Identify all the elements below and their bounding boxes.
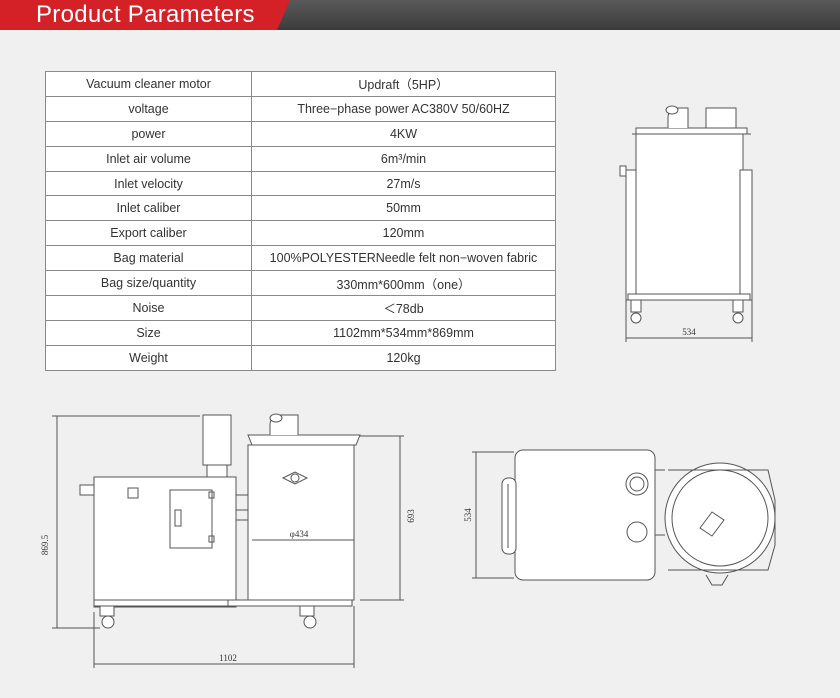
top-port-upper: [625, 472, 649, 496]
front-motor-box: [705, 107, 737, 129]
front-wheel-left: [630, 312, 642, 324]
parameter-value: Updraft（5HP）: [251, 71, 556, 97]
header-bar: Product Parameters: [0, 0, 840, 30]
parameter-label: power: [45, 120, 252, 147]
parameter-label: Export caliber: [45, 220, 252, 247]
parameter-value: 50mm: [251, 195, 556, 222]
side-tank: [247, 444, 355, 601]
top-body: [514, 449, 656, 581]
page-title: Product Parameters: [36, 1, 255, 28]
front-width-dim: 534: [682, 327, 696, 337]
top-port-lower: [626, 521, 648, 543]
side-base: [93, 599, 353, 607]
side-height-dim: 869.5: [40, 534, 50, 555]
parameter-label: Noise: [45, 295, 252, 321]
parameter-label: Inlet velocity: [45, 170, 252, 197]
side-wheel-left: [101, 615, 115, 629]
front-base: [627, 293, 751, 301]
parameter-value: 330mm*600mm（one）: [251, 270, 556, 297]
parameter-value: 4KW: [251, 120, 556, 147]
parameter-label: Inlet air volume: [45, 145, 252, 172]
side-length-dim: 1102: [219, 653, 237, 663]
parameter-label: Bag material: [45, 245, 252, 272]
side-motor-box: [202, 414, 232, 466]
parameter-value: 6m³/min: [251, 145, 556, 172]
parameter-value: Three−phase power AC380V 50/60HZ: [251, 95, 556, 122]
front-wheel-right: [732, 312, 744, 324]
top-inlet: [699, 511, 725, 537]
parameter-value: 120kg: [251, 344, 556, 371]
header-accent: [0, 0, 290, 30]
top-handle: [501, 477, 517, 555]
parameter-label: Inlet caliber: [45, 195, 252, 222]
side-tank-lid: [247, 434, 361, 446]
top-width-dim: 534: [463, 508, 473, 522]
side-tank-height-dim: 693: [406, 509, 416, 523]
parameter-value: 1102mm*534mm*869mm: [251, 319, 556, 346]
side-wheel-right: [303, 615, 317, 629]
parameter-label: Weight: [45, 344, 252, 371]
side-access-panel: [169, 489, 213, 549]
side-diameter-dim: φ434: [290, 529, 309, 539]
